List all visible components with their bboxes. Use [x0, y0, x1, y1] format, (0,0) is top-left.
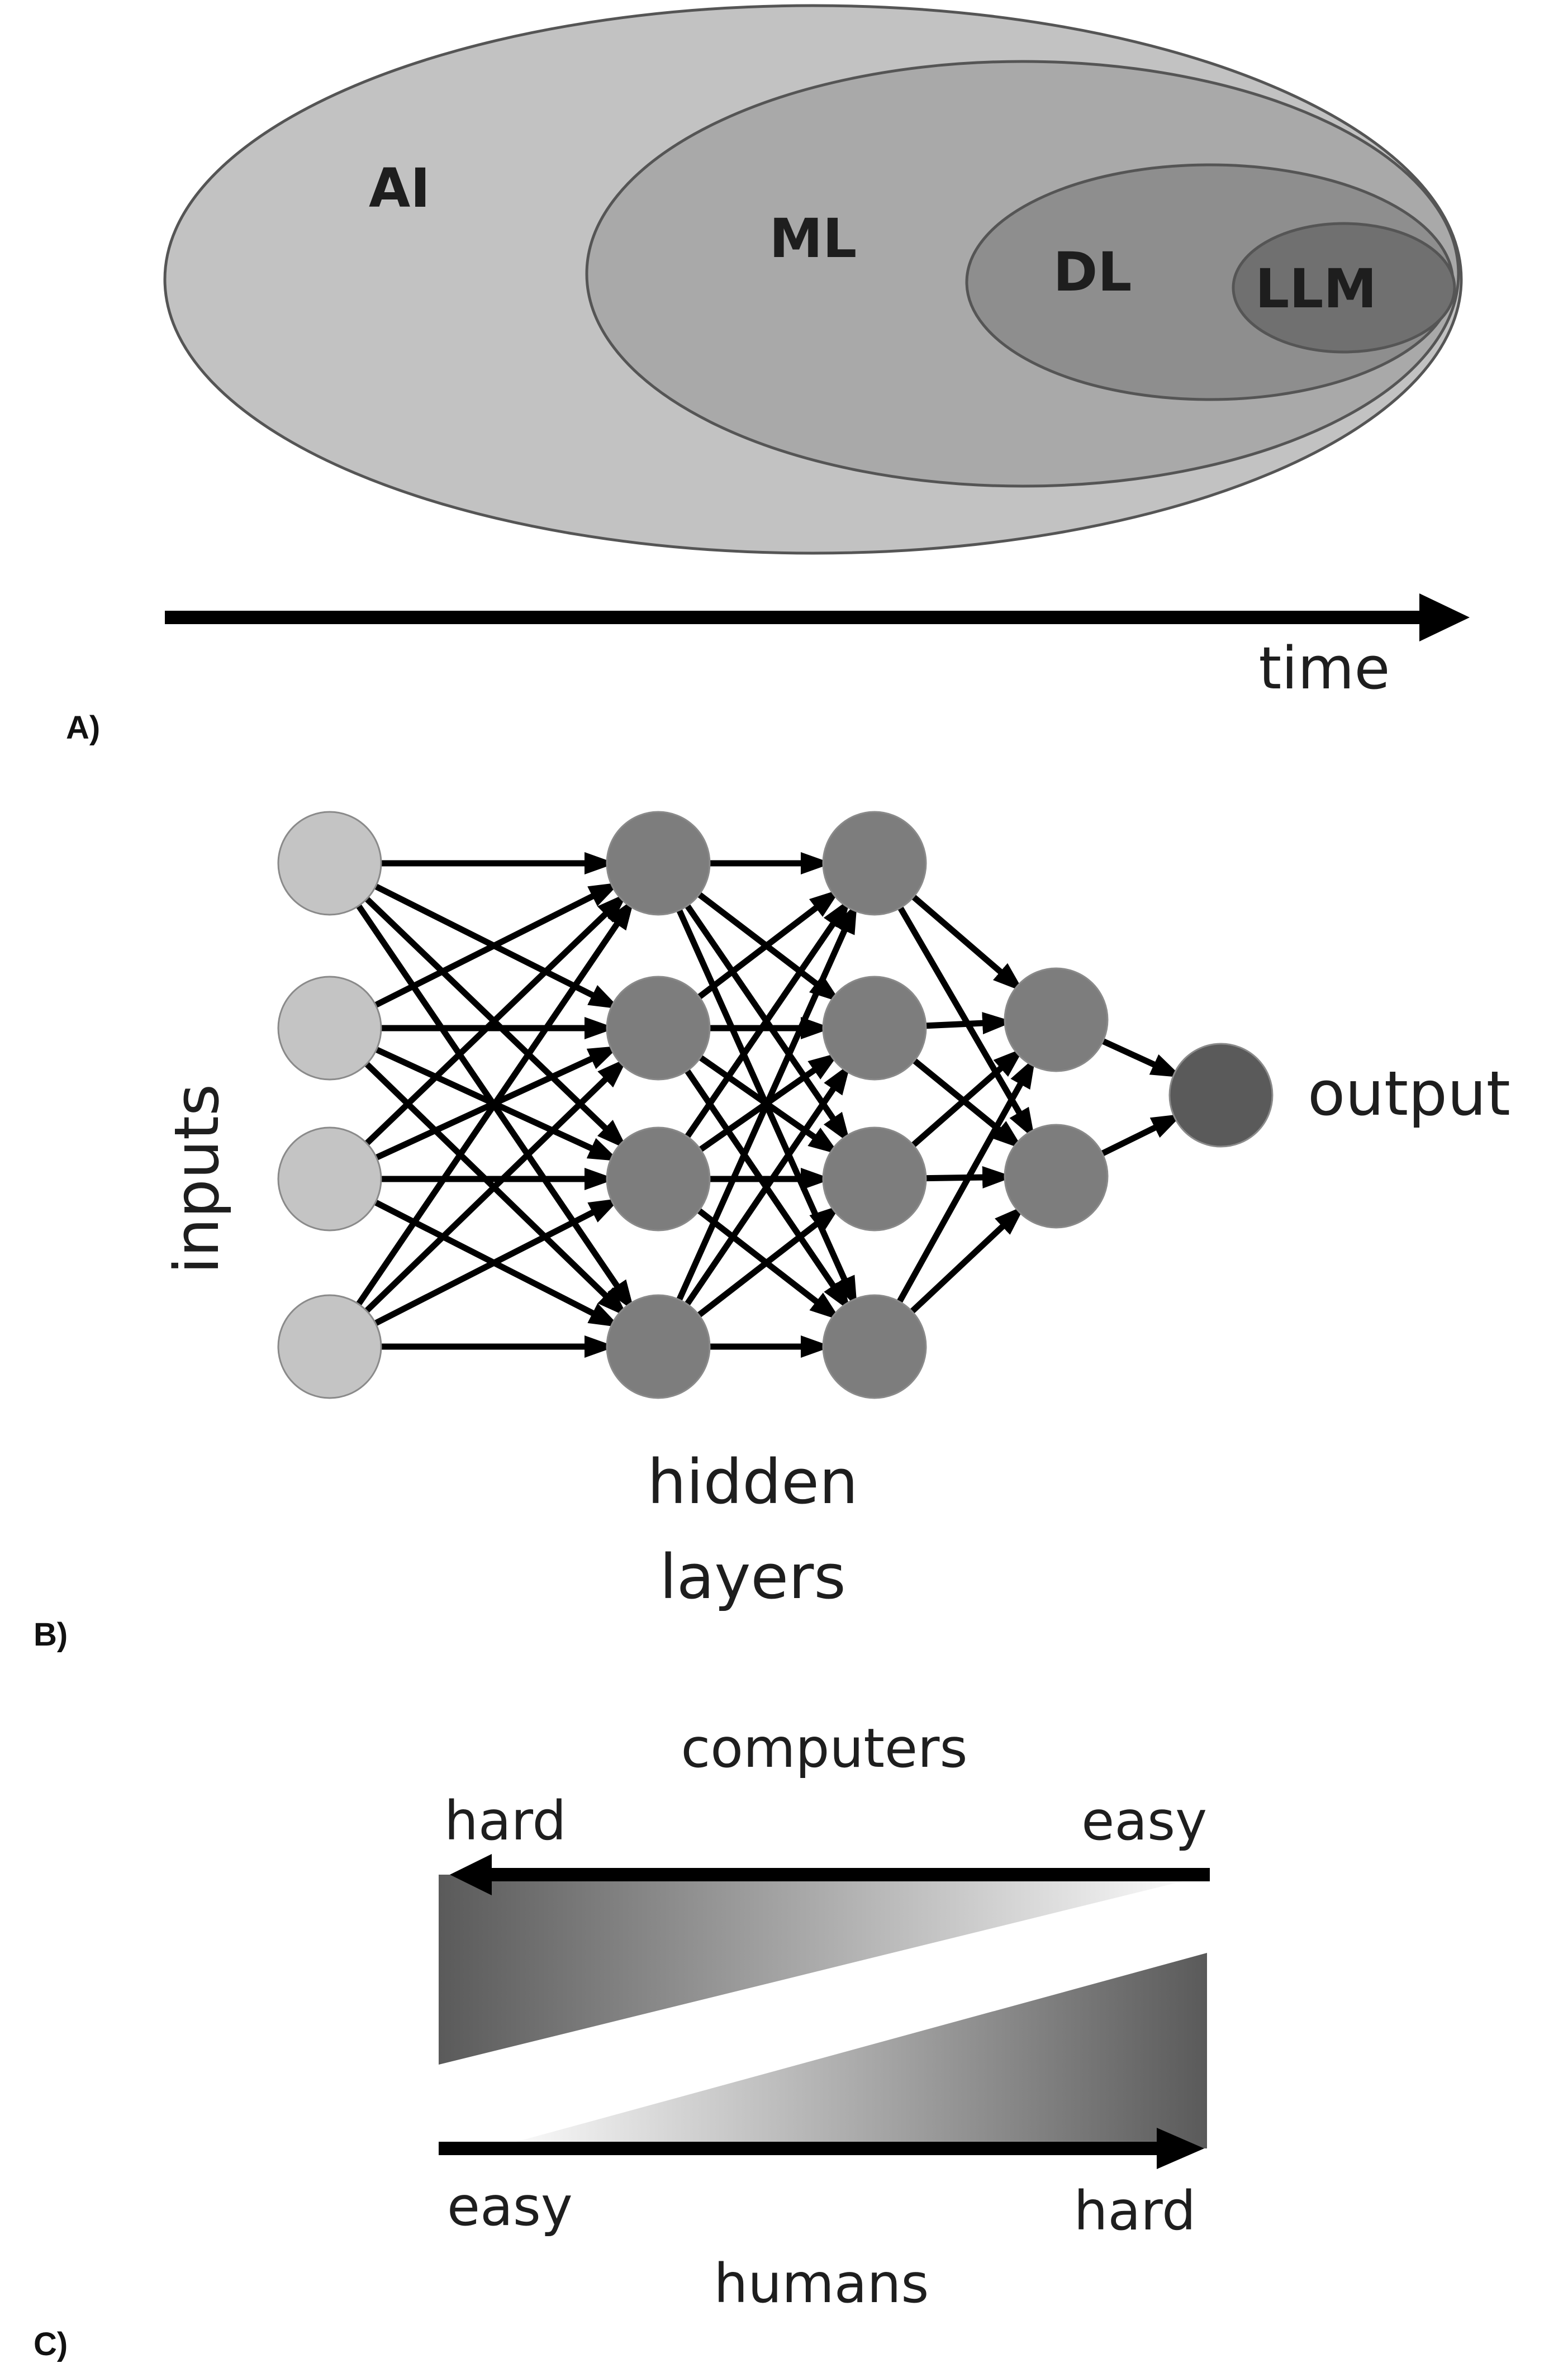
edge-l1-n0-to-n1: [697, 892, 841, 1004]
edge-l3-n0-to-n0: [1101, 1038, 1182, 1080]
edge-l1-n3-to-n1: [685, 1063, 852, 1306]
edge-l1-n2-to-n3: [697, 1208, 842, 1322]
panel-a-label: A): [66, 710, 100, 746]
edge-l0-n3-to-n1: [364, 1057, 629, 1313]
top-easy-label: easy: [1081, 1790, 1207, 1852]
edge-l2-n0-to-n0: [911, 894, 1024, 993]
time-label: time: [1259, 634, 1390, 702]
edge-l2-n1-to-n0: [925, 1012, 1014, 1035]
input-node-2: [277, 976, 382, 1081]
edge-l0-n0-to-n2: [364, 896, 629, 1150]
hidden2-node-1: [822, 811, 927, 916]
output-label: output: [1308, 1058, 1510, 1129]
hidden1-node-3: [606, 1126, 711, 1232]
edge-l2-n1-to-n1: [912, 1058, 1024, 1150]
hidden1-node-1: [606, 811, 711, 916]
computers-difficulty-wedge: [439, 1875, 1210, 2065]
edge-l1-n3-to-n2: [697, 1204, 842, 1318]
humans-arrow-head: [1157, 2128, 1204, 2169]
panel-b-label: B): [34, 1616, 68, 1653]
output-node-1: [1168, 1043, 1274, 1148]
top-hard-label: hard: [444, 1790, 566, 1852]
input-node-3: [277, 1126, 382, 1232]
panel-c-label: C): [34, 2326, 68, 2362]
edge-l3-n1-to-n0: [1101, 1112, 1183, 1157]
edge-l0-n2-to-n0: [364, 892, 629, 1146]
ml-label: ML: [769, 207, 857, 270]
hidden1-node-2: [606, 976, 711, 1081]
edge-l1-n1-to-n0: [697, 888, 841, 1000]
hidden2-node-3: [822, 1126, 927, 1232]
llm-label: LLM: [1255, 258, 1377, 320]
computers-label: computers: [681, 1717, 968, 1780]
edge-l1-n1-to-n3: [685, 1069, 852, 1312]
humans-difficulty-wedge: [492, 1953, 1207, 2148]
hidden-label-line1: hidden: [647, 1446, 858, 1518]
time-arrow-head: [1419, 593, 1470, 641]
network-nodes: [277, 811, 1274, 1399]
humans-label: humans: [714, 2252, 929, 2315]
edge-l1-n3-to-n0: [676, 902, 859, 1301]
edge-l1-n2-to-n0: [685, 898, 852, 1139]
panel-b: inputs hidden layers output B): [34, 811, 1510, 1653]
bottom-easy-label: easy: [447, 2175, 573, 2238]
hidden3-node-1: [1004, 967, 1109, 1072]
edge-l2-n2-to-n0: [911, 1047, 1025, 1148]
edge-l2-n3-to-n0: [896, 1057, 1037, 1304]
computers-arrow-head: [450, 1854, 492, 1895]
panel-a: AI ML DL LLM time A): [66, 4, 1470, 746]
hidden1-node-4: [606, 1294, 711, 1399]
inputs-label: inputs: [161, 1084, 232, 1274]
llm-ellipse: [1232, 222, 1456, 354]
edge-l0-n3-to-n0: [356, 898, 636, 1306]
edge-l2-n3-to-n1: [910, 1204, 1026, 1314]
hidden-label-line2: layers: [659, 1541, 845, 1613]
panel-c: computers hard easy easy hard humans C): [34, 1717, 1210, 2362]
bottom-hard-label: hard: [1074, 2180, 1196, 2242]
ai-label: AI: [369, 157, 430, 220]
hidden2-node-2: [822, 976, 927, 1081]
input-node-1: [277, 811, 382, 916]
hidden3-node-2: [1004, 1124, 1109, 1229]
hidden2-node-4: [822, 1294, 927, 1399]
input-node-4: [277, 1294, 382, 1399]
edge-l0-n1-to-n0: [374, 880, 621, 1008]
dl-label: DL: [1053, 241, 1132, 303]
network-edges: [356, 852, 1183, 1358]
edge-l0-n3-to-n2: [374, 1196, 621, 1326]
